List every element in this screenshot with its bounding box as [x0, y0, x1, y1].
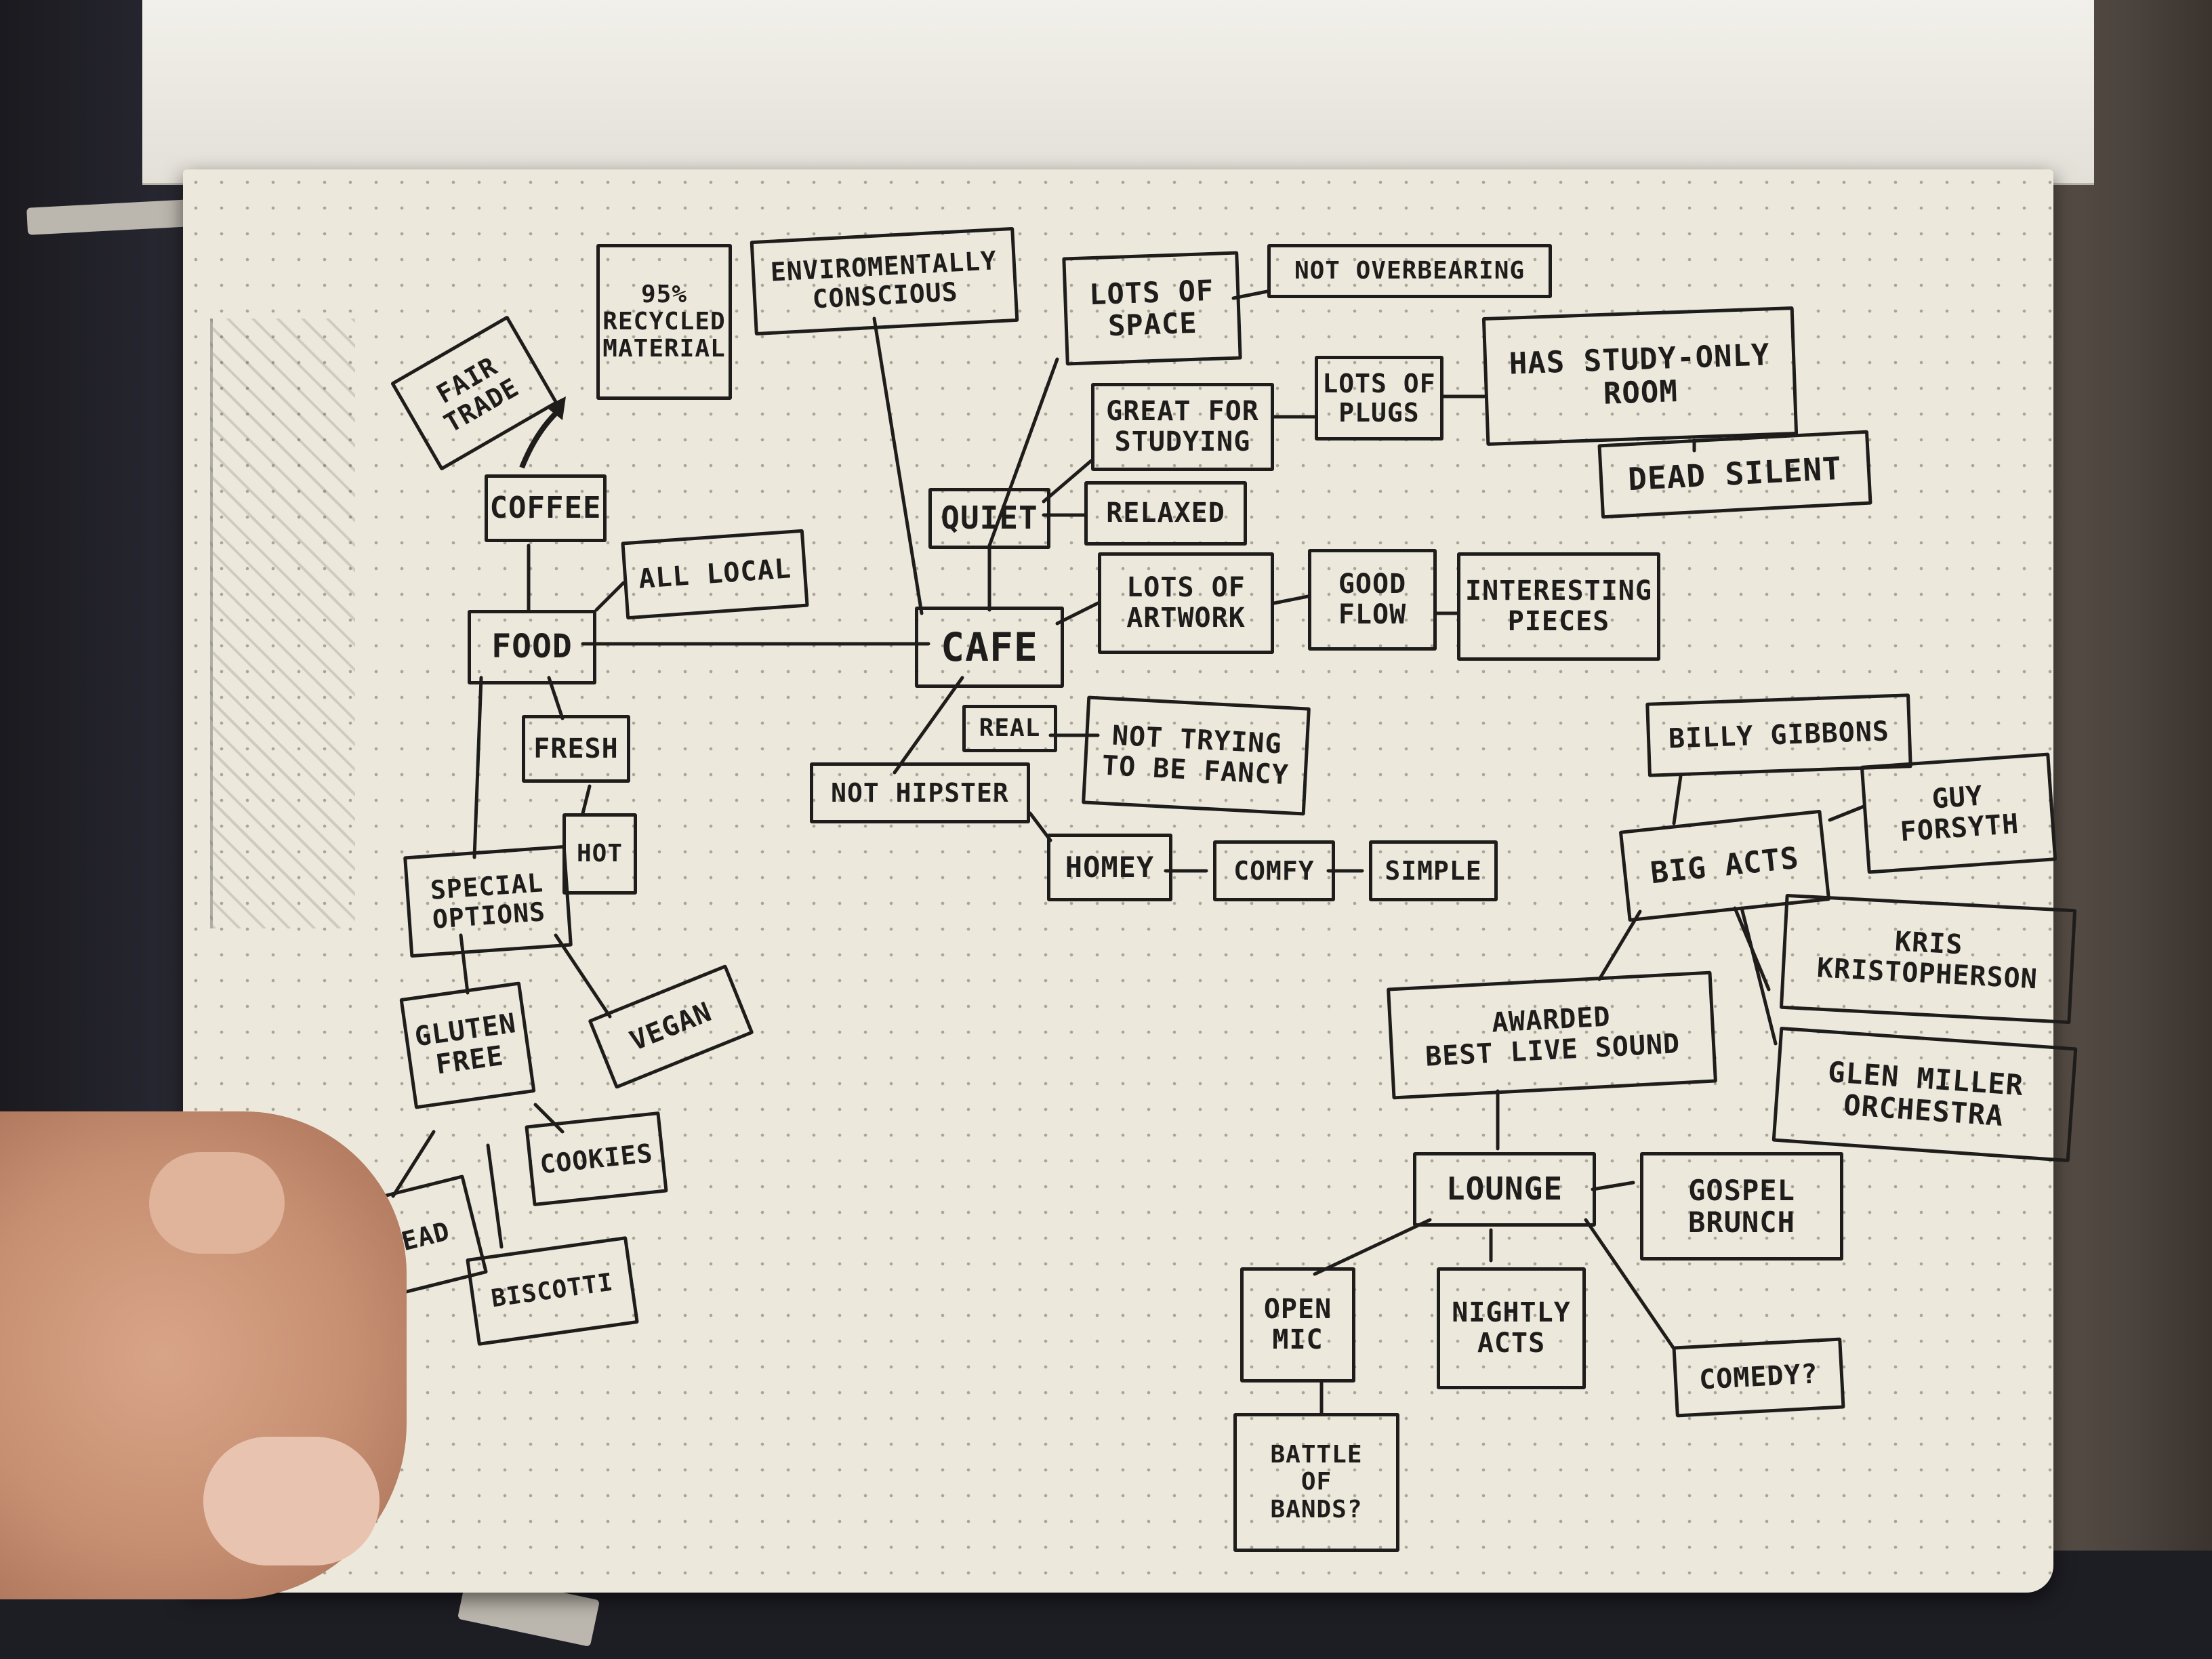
node-homey: HOMEY — [1047, 834, 1172, 901]
node-not-hipster: NOT HIPSTER — [810, 762, 1030, 823]
background-right — [2022, 0, 2212, 1659]
node-open-mic: OPEN MIC — [1240, 1267, 1355, 1382]
pencil-scribble — [210, 319, 355, 928]
node-battle-of-bands: BATTLE OF BANDS? — [1233, 1413, 1399, 1552]
node-not-overbearing: NOT OVERBEARING — [1267, 244, 1552, 298]
node-fresh: FRESH — [522, 715, 630, 783]
node-cookies: COOKIES — [525, 1111, 668, 1207]
finger-tip — [149, 1152, 285, 1254]
node-comedy: COMEDY? — [1672, 1337, 1845, 1418]
node-gluten-free: GLUTEN FREE — [399, 981, 536, 1109]
notebook-page — [183, 169, 2053, 1593]
node-real: REAL — [962, 705, 1057, 752]
node-cafe: CAFE — [915, 607, 1064, 688]
node-all-local: ALL LOCAL — [621, 529, 809, 620]
node-nightly-acts: NIGHTLY ACTS — [1437, 1267, 1586, 1389]
node-special-options: SPECIAL OPTIONS — [403, 844, 573, 958]
node-dead-silent: DEAD SILENT — [1597, 430, 1872, 519]
node-lounge: LOUNGE — [1413, 1152, 1596, 1227]
node-simple: SIMPLE — [1369, 840, 1498, 901]
node-guy-forsyth: GUY FORSYTH — [1860, 752, 2057, 874]
node-lots-of-space: LOTS OF SPACE — [1062, 251, 1242, 366]
node-comfy: COMFY — [1213, 840, 1335, 901]
node-interesting-pieces: INTERESTING PIECES — [1457, 552, 1660, 661]
node-kris-kristopherson: KRIS KRISTOPHERSON — [1779, 893, 2077, 1025]
node-environmentally-conscious: ENVIROMENTALLY CONSCIOUS — [750, 226, 1019, 336]
previous-page — [142, 0, 2094, 185]
node-glen-miller-orchestra: GLEN MILLER ORCHESTRA — [1771, 1026, 2078, 1163]
node-hot: HOT — [562, 813, 637, 895]
node-food: FOOD — [468, 610, 596, 684]
node-quiet: QUIET — [928, 488, 1050, 549]
node-awarded-best-live-sound: AWARDED BEST LIVE SOUND — [1387, 970, 1717, 1100]
node-good-flow: GOOD FLOW — [1308, 549, 1437, 651]
node-gospel-brunch: GOSPEL BRUNCH — [1640, 1152, 1843, 1261]
node-great-for-studying: GREAT FOR STUDYING — [1091, 383, 1274, 471]
thumb-nail — [203, 1437, 380, 1565]
node-study-only-room: HAS STUDY-ONLY ROOM — [1481, 306, 1799, 446]
node-relaxed: RELAXED — [1084, 481, 1247, 546]
node-coffee: COFFEE — [485, 474, 607, 542]
node-not-trying-to-be-fancy: NOT TRYING TO BE FANCY — [1082, 695, 1311, 816]
node-lots-of-plugs: LOTS OF PLUGS — [1315, 356, 1443, 441]
node-lots-of-artwork: LOTS OF ARTWORK — [1098, 552, 1274, 654]
node-95-recycled: 95% RECYCLED MATERIAL — [596, 244, 732, 400]
